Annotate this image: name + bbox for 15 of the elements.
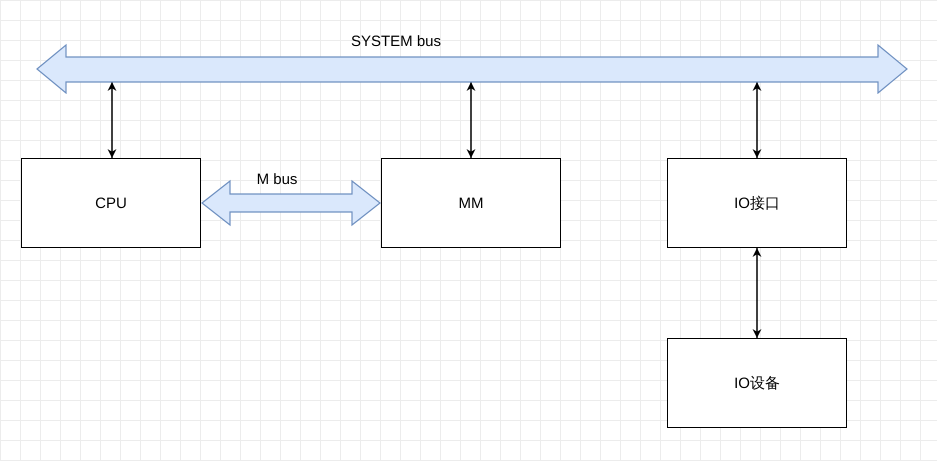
component-box — [667, 338, 847, 428]
component-label: IO设备 — [734, 374, 780, 392]
component-label: CPU — [95, 194, 127, 212]
double-block-arrow — [201, 180, 381, 226]
double-arrow — [108, 82, 116, 158]
component-box — [381, 158, 561, 248]
component-label: MM — [458, 194, 484, 212]
component-box — [21, 158, 201, 248]
double-arrow — [752, 82, 762, 158]
bus-label: SYSTEM bus — [350, 33, 442, 50]
double-arrow — [752, 248, 762, 338]
component-box — [667, 158, 847, 248]
edge-label: M bus — [256, 171, 298, 188]
component-label: IO接口 — [734, 194, 780, 212]
double-arrow — [466, 82, 476, 158]
